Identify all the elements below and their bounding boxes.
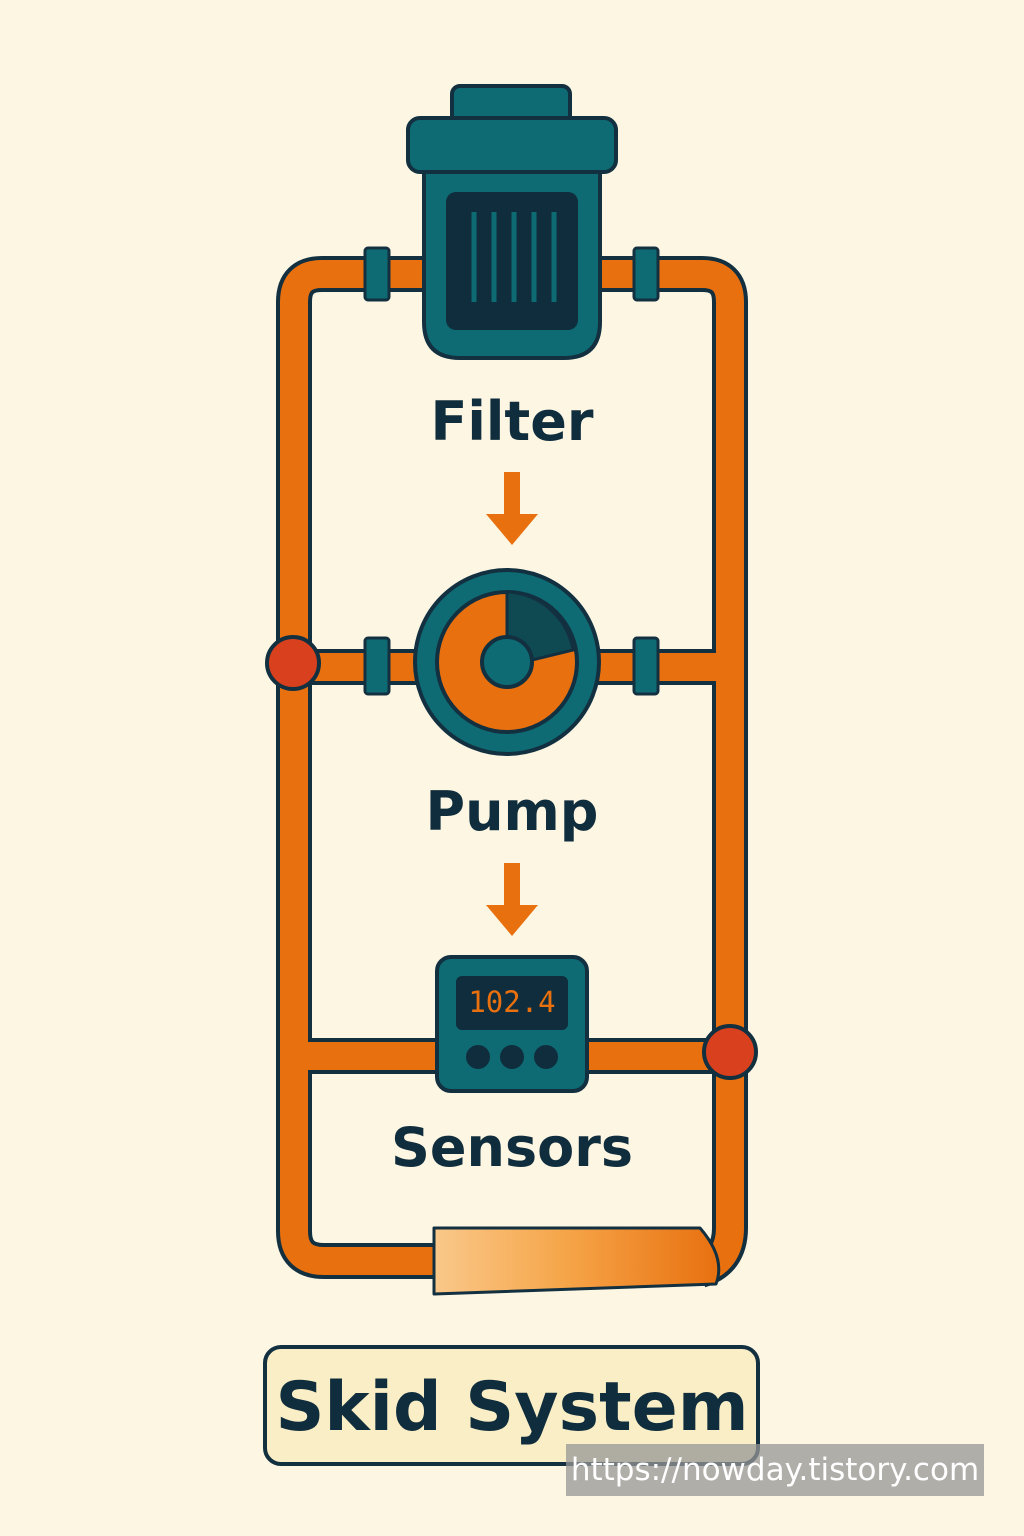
pump-label: Pump <box>426 780 599 843</box>
pipe-joints <box>265 635 758 1080</box>
sensors-label: Sensors <box>391 1116 633 1179</box>
down-arrow-icon <box>486 863 538 936</box>
filter-label: Filter <box>431 390 594 453</box>
sensor-icon: 102.4 <box>435 955 589 1093</box>
joint-left <box>265 635 321 691</box>
flange-mid-left <box>363 636 391 696</box>
watermark-url: https://nowday.tistory.com <box>566 1444 984 1496</box>
flange-top-right <box>632 246 660 302</box>
page-title: Skid System <box>275 1368 748 1447</box>
pump-icon <box>413 568 601 756</box>
flange-top-left <box>363 246 391 302</box>
title-box: Skid System <box>263 1345 760 1466</box>
sensor-reading: 102.4 <box>468 985 555 1019</box>
pipe-flanges <box>363 246 660 696</box>
flange-mid-right <box>632 636 660 696</box>
joint-right <box>702 1024 758 1080</box>
filter-icon <box>406 84 618 360</box>
down-arrow-icon <box>486 472 538 545</box>
